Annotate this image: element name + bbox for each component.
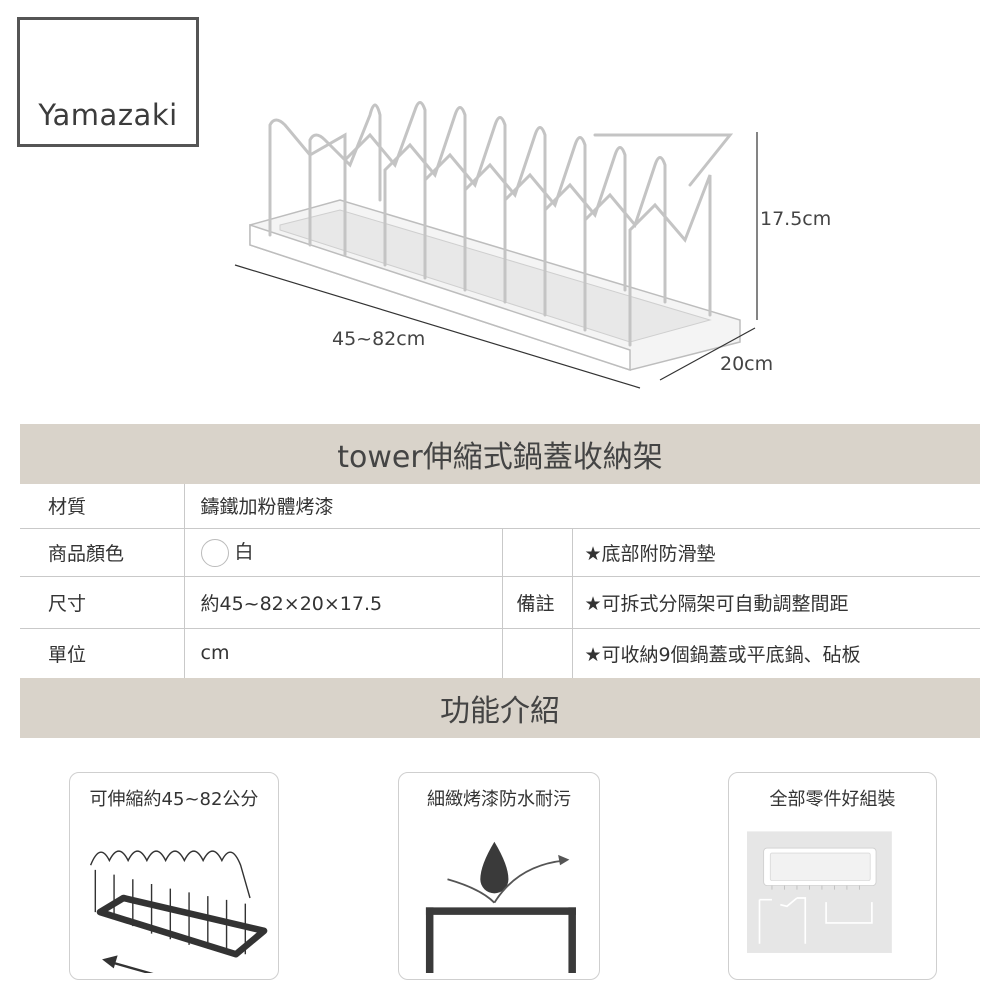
feature-card-extendable: 可伸縮約45~82公分 [69, 772, 279, 980]
feature-title: 全部零件好組裝 [769, 789, 896, 810]
feature-card-waterproof: 細緻烤漆防水耐污 [398, 772, 600, 980]
brand-logo-text: Yamazaki [38, 98, 178, 132]
feature-title: 細緻烤漆防水耐污 [427, 789, 571, 810]
water-drop-repel-icon [425, 841, 576, 973]
remark-2: ★可拆式分隔架可自動調整間距 [572, 576, 980, 629]
product-rack-illustration [234, 101, 758, 389]
spec-value-unit: cm [184, 628, 503, 678]
spec-label-size: 尺寸 [20, 576, 185, 629]
remark-empty-cell [502, 628, 573, 678]
remark-3: ★可收納9個鍋蓋或平底鍋、砧板 [584, 643, 861, 666]
spec-label-color: 商品顏色 [20, 528, 185, 577]
table-row: 材質 鑄鐵加粉體烤漆 [20, 484, 980, 529]
spec-value-color: 白 [234, 541, 254, 564]
spec-label-material: 材質 [20, 484, 185, 529]
remark-label: 備註 [502, 576, 573, 629]
spec-value-material: 鑄鐵加粉體烤漆 [184, 484, 980, 529]
feature-card-assembly: 全部零件好組裝 [728, 772, 937, 980]
parts-assembly-icon [747, 831, 892, 953]
product-title-band: tower伸縮式鍋蓋收納架 [20, 424, 980, 484]
color-swatch-white [200, 538, 229, 567]
feature-band-title: 功能介紹 [440, 694, 560, 729]
spec-value-size: 約45~82×20×17.5 [184, 576, 503, 629]
dimension-height: 17.5cm [760, 208, 832, 230]
feature-title: 可伸縮約45~82公分 [89, 789, 259, 810]
extendable-rack-icon [89, 850, 268, 973]
spec-label-unit: 單位 [20, 628, 185, 678]
remark-1: ★底部附防滑墊 [572, 528, 980, 577]
feature-band: 功能介紹 [20, 678, 980, 738]
table-row: 尺寸 約45~82×20×17.5 備註 ★可拆式分隔架可自動調整間距 [20, 576, 980, 629]
table-row: 商品顏色 白 ★底部附防滑墊 [20, 528, 980, 577]
product-title: tower伸縮式鍋蓋收納架 [337, 440, 663, 475]
remark-empty-cell [502, 528, 573, 577]
spec-value-color-cell: 白 [184, 528, 503, 577]
spec-table: 材質 鑄鐵加粉體烤漆 商品顏色 白 ★底部附防滑墊 尺寸 約45~82×20×1… [20, 484, 980, 678]
dimension-length: 45~82cm [332, 328, 426, 350]
table-row: 單位 cm ★可收納9個鍋蓋或平底鍋、砧板 [20, 628, 980, 678]
dimension-depth: 20cm [720, 353, 774, 375]
brand-logo: Yamazaki [17, 17, 199, 147]
